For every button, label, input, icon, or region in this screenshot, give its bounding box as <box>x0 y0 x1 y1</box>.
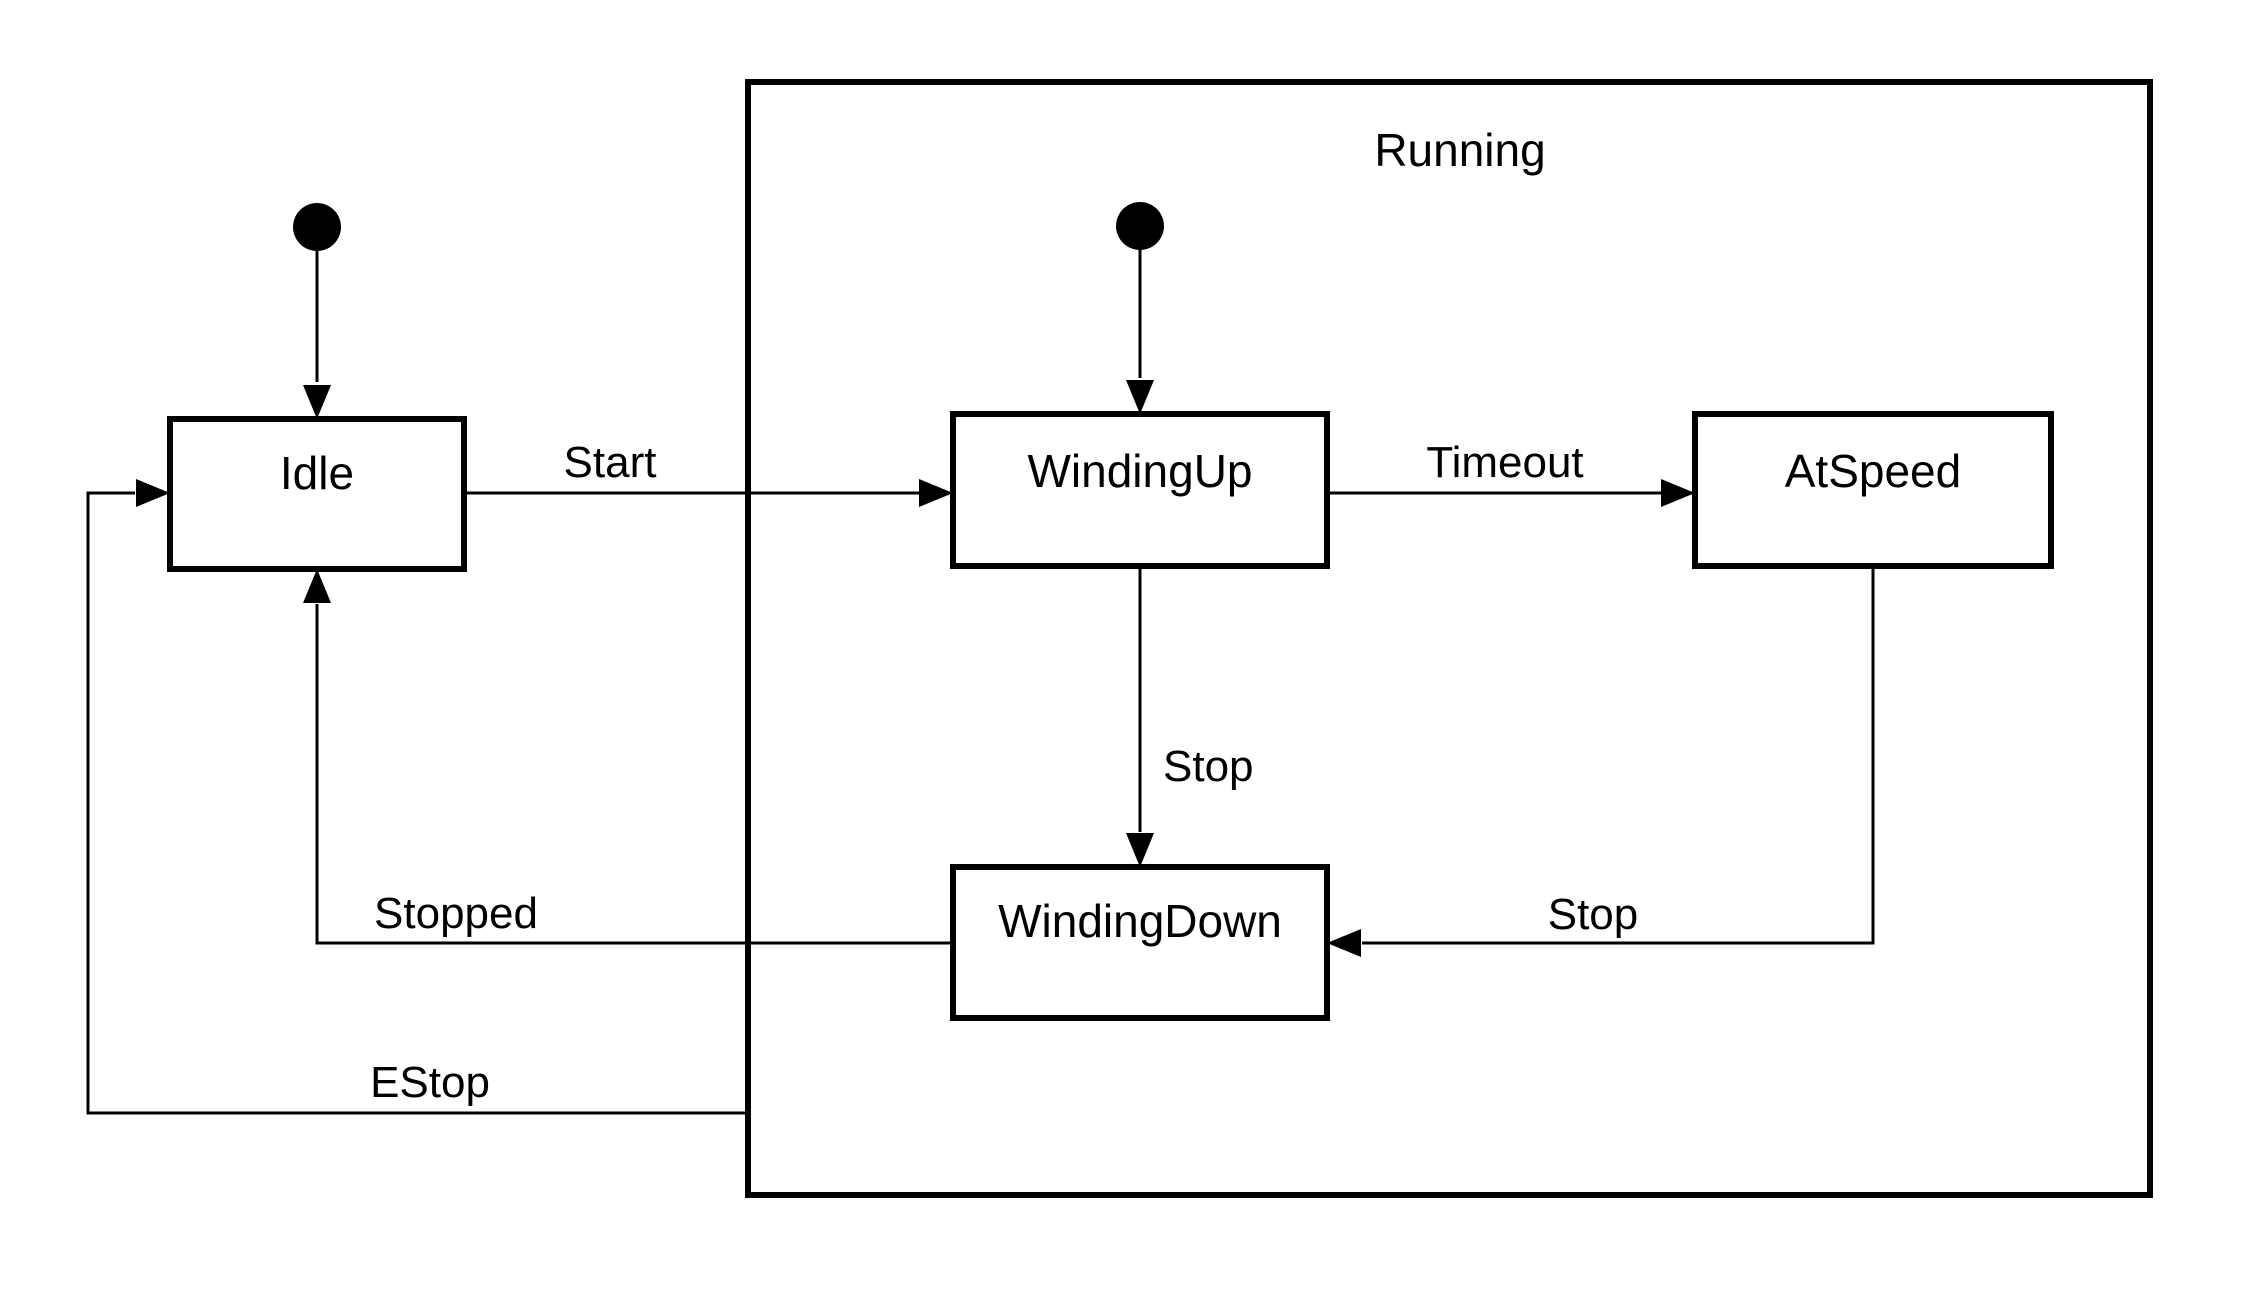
arrowhead-icon <box>303 385 331 419</box>
state-box <box>167 416 467 572</box>
arrowhead-icon <box>303 569 331 603</box>
arrowhead-icon <box>1126 380 1154 414</box>
state-label-atspeed: AtSpeed <box>1785 445 1961 497</box>
state-label-windingup: WindingUp <box>1028 445 1253 497</box>
state-label-windingdown: WindingDown <box>998 895 1282 947</box>
transition-estop: EStop <box>86 479 748 1115</box>
state-box <box>950 411 1330 569</box>
transition-line <box>315 604 953 945</box>
state-windingup: WindingUp <box>950 411 1330 569</box>
state-box <box>950 864 1330 1021</box>
state-label-idle: Idle <box>280 447 354 499</box>
arrowhead-icon <box>919 479 953 507</box>
transition-start: Start <box>464 438 953 507</box>
transition-label-stop-vertical: Stop <box>1163 742 1254 791</box>
transition-stop-windingup: Stop <box>1126 566 1254 867</box>
state-idle: Idle <box>167 416 467 572</box>
state-windingdown: WindingDown <box>950 864 1330 1021</box>
composite-state-border <box>745 79 2153 1198</box>
arrowhead-icon <box>1661 479 1695 507</box>
transition-label-estop: EStop <box>370 1058 490 1107</box>
initial-transition-windingup <box>1116 202 1164 414</box>
transition-stop-atspeed: Stop <box>1327 566 1875 957</box>
arrowhead-icon <box>136 479 170 507</box>
transition-line <box>86 491 748 1115</box>
initial-transition-idle <box>293 203 341 419</box>
transition-label-timeout: Timeout <box>1426 438 1583 487</box>
transition-label-stopped: Stopped <box>374 889 538 938</box>
transition-label-stop-horizontal: Stop <box>1548 890 1639 939</box>
initial-state-icon <box>1116 202 1164 250</box>
composite-state-label: Running <box>1374 124 1545 176</box>
transition-label-start: Start <box>564 438 657 487</box>
transition-stopped: Stopped <box>303 569 953 945</box>
state-atspeed: AtSpeed <box>1692 411 2054 569</box>
transition-line <box>1362 566 1875 945</box>
state-box <box>1692 411 2054 569</box>
initial-state-icon <box>293 203 341 251</box>
transition-timeout: Timeout <box>1327 438 1695 507</box>
arrowhead-icon <box>1327 929 1361 957</box>
composite-state-running: Running <box>745 79 2153 1198</box>
arrowhead-icon <box>1126 833 1154 867</box>
